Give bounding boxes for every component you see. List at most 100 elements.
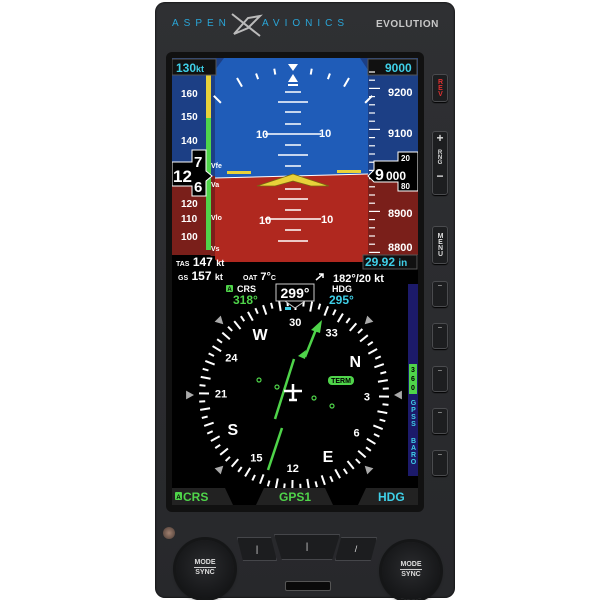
compass-index-icon	[214, 315, 224, 325]
compass-tick	[201, 415, 208, 419]
line-select-key-4[interactable]: –	[432, 408, 448, 434]
cdi-needle	[273, 358, 296, 420]
line-select-key-1[interactable]: –	[432, 281, 448, 307]
aircraft-symbol-icon	[256, 173, 330, 187]
compass-tick	[200, 375, 211, 380]
course-arrow-icon	[311, 320, 322, 333]
svg-text:GS 157 kt: GS 157 kt	[178, 269, 223, 283]
altitude-roll-lower: 80	[401, 182, 410, 191]
compass-tick	[210, 435, 221, 442]
left-wing-bar	[227, 171, 251, 174]
softkey-right-button[interactable]: /	[335, 537, 377, 561]
compass-tick	[309, 301, 314, 312]
compass-index-icon	[364, 465, 374, 475]
altitude-hundreds: 000	[386, 169, 406, 183]
compass-tick	[224, 456, 231, 462]
compass-label: E	[323, 449, 334, 466]
range-plus-button[interactable]: +	[436, 131, 444, 145]
gs-unit: kt	[215, 272, 223, 282]
line-select-key-5[interactable]: –	[432, 450, 448, 476]
altitude-thousands: 9	[375, 167, 384, 184]
compass-label: 12	[287, 463, 299, 475]
svg-text:OAT 7°C: OAT 7°C	[243, 271, 276, 283]
compass-tick	[373, 433, 380, 438]
left-mode-sync-knob[interactable]: MODE SYNC	[176, 540, 234, 598]
light-sensor	[163, 527, 175, 539]
speed-tick-label: 150	[181, 112, 198, 123]
compass-tick	[374, 355, 382, 360]
sd-card-slot[interactable]	[285, 581, 331, 591]
softkey-center-tab[interactable]	[256, 488, 333, 505]
softkey-gps1-label: GPS1	[279, 490, 311, 504]
compass-tick	[259, 473, 265, 485]
knob-sync-label: SYNC	[400, 569, 422, 578]
pitch-label: 10	[321, 214, 333, 226]
wind-arrow-icon	[315, 273, 324, 281]
selected-speed-unit: kt	[196, 64, 204, 74]
softkey-left-tab[interactable]	[172, 488, 233, 505]
compass-tick	[342, 468, 348, 475]
range-digit: 0	[411, 385, 415, 392]
vspeed-marker: Vfe	[211, 163, 222, 170]
speed-tick-label: 120	[181, 199, 198, 210]
brand-aspen: ASPEN	[172, 18, 231, 29]
selected-altitude-box[interactable]	[367, 58, 418, 76]
range-minus-button[interactable]: −	[436, 169, 444, 183]
compass-tick	[380, 371, 387, 375]
lubber-line-icon	[283, 300, 307, 309]
compass-label: 30	[289, 317, 301, 329]
vspeed-marker: Va	[211, 182, 219, 189]
svg-text:29.92 in: 29.92 in	[365, 255, 407, 269]
tas-unit: kt	[216, 258, 224, 268]
compass-tick	[377, 379, 388, 383]
range-digit: 3	[411, 367, 415, 374]
compass-tick	[240, 315, 246, 322]
range-label: RNG	[437, 149, 443, 165]
compass-tick	[346, 460, 355, 470]
softkey-hdg-label: HDG	[378, 490, 405, 504]
speed-tick-label: 100	[181, 232, 198, 243]
compass-index-icon	[394, 390, 402, 400]
compass-label: 6	[354, 428, 360, 440]
speed-band-yellow	[206, 75, 211, 118]
compass-tick	[382, 403, 389, 406]
compass-tick	[208, 352, 215, 357]
right-mode-sync-knob[interactable]: MODE SYNC	[382, 542, 440, 600]
heading-value: 299°	[281, 285, 310, 301]
brand-avionics: AVIONICS	[262, 18, 350, 29]
compass-index-icon	[364, 315, 374, 325]
compass-label: 33	[325, 327, 337, 339]
compass-tick	[377, 410, 388, 415]
wind-value: 182°/20 kt	[333, 273, 384, 285]
speed-tick-label: 140	[181, 136, 198, 147]
mode-baro-label: BARO	[410, 438, 417, 466]
line-select-key-3[interactable]: –	[432, 366, 448, 392]
crs-auto-badge	[226, 285, 233, 292]
sky-pointer-base	[288, 84, 298, 86]
compass-label: N	[349, 354, 361, 371]
hdg-label: HDG	[332, 284, 352, 294]
compass-tick	[357, 450, 367, 459]
softkey-center-button[interactable]: |	[274, 534, 340, 560]
softkey-right-tab[interactable]	[358, 488, 418, 505]
compass-tick	[202, 367, 209, 372]
range-rocker[interactable]: + RNG −	[432, 131, 448, 195]
softkey-left-button[interactable]: |	[237, 537, 277, 561]
menu-button[interactable]: MENU	[432, 226, 448, 264]
speed-tick-label: 110	[181, 214, 198, 225]
speed-tick-label: 160	[181, 89, 198, 100]
compass-tick	[216, 338, 223, 344]
compass-tick	[278, 301, 282, 312]
roll-tick	[326, 73, 331, 80]
gs-label: GS	[178, 275, 188, 282]
airspeed-readout	[172, 149, 213, 197]
course-tail	[266, 427, 284, 471]
airspeed-ones-upper: 7	[194, 154, 202, 171]
baro-setting-box[interactable]	[362, 254, 418, 270]
aspen-logo-icon	[231, 13, 263, 37]
rev-button[interactable]: REV	[432, 74, 448, 102]
instrument-display: 10 10 10 10 160 150 140 120 110 100 Vfe …	[172, 58, 418, 505]
compass-tick	[212, 345, 222, 353]
line-select-key-2[interactable]: –	[432, 323, 448, 349]
selected-speed-box[interactable]	[172, 58, 217, 76]
